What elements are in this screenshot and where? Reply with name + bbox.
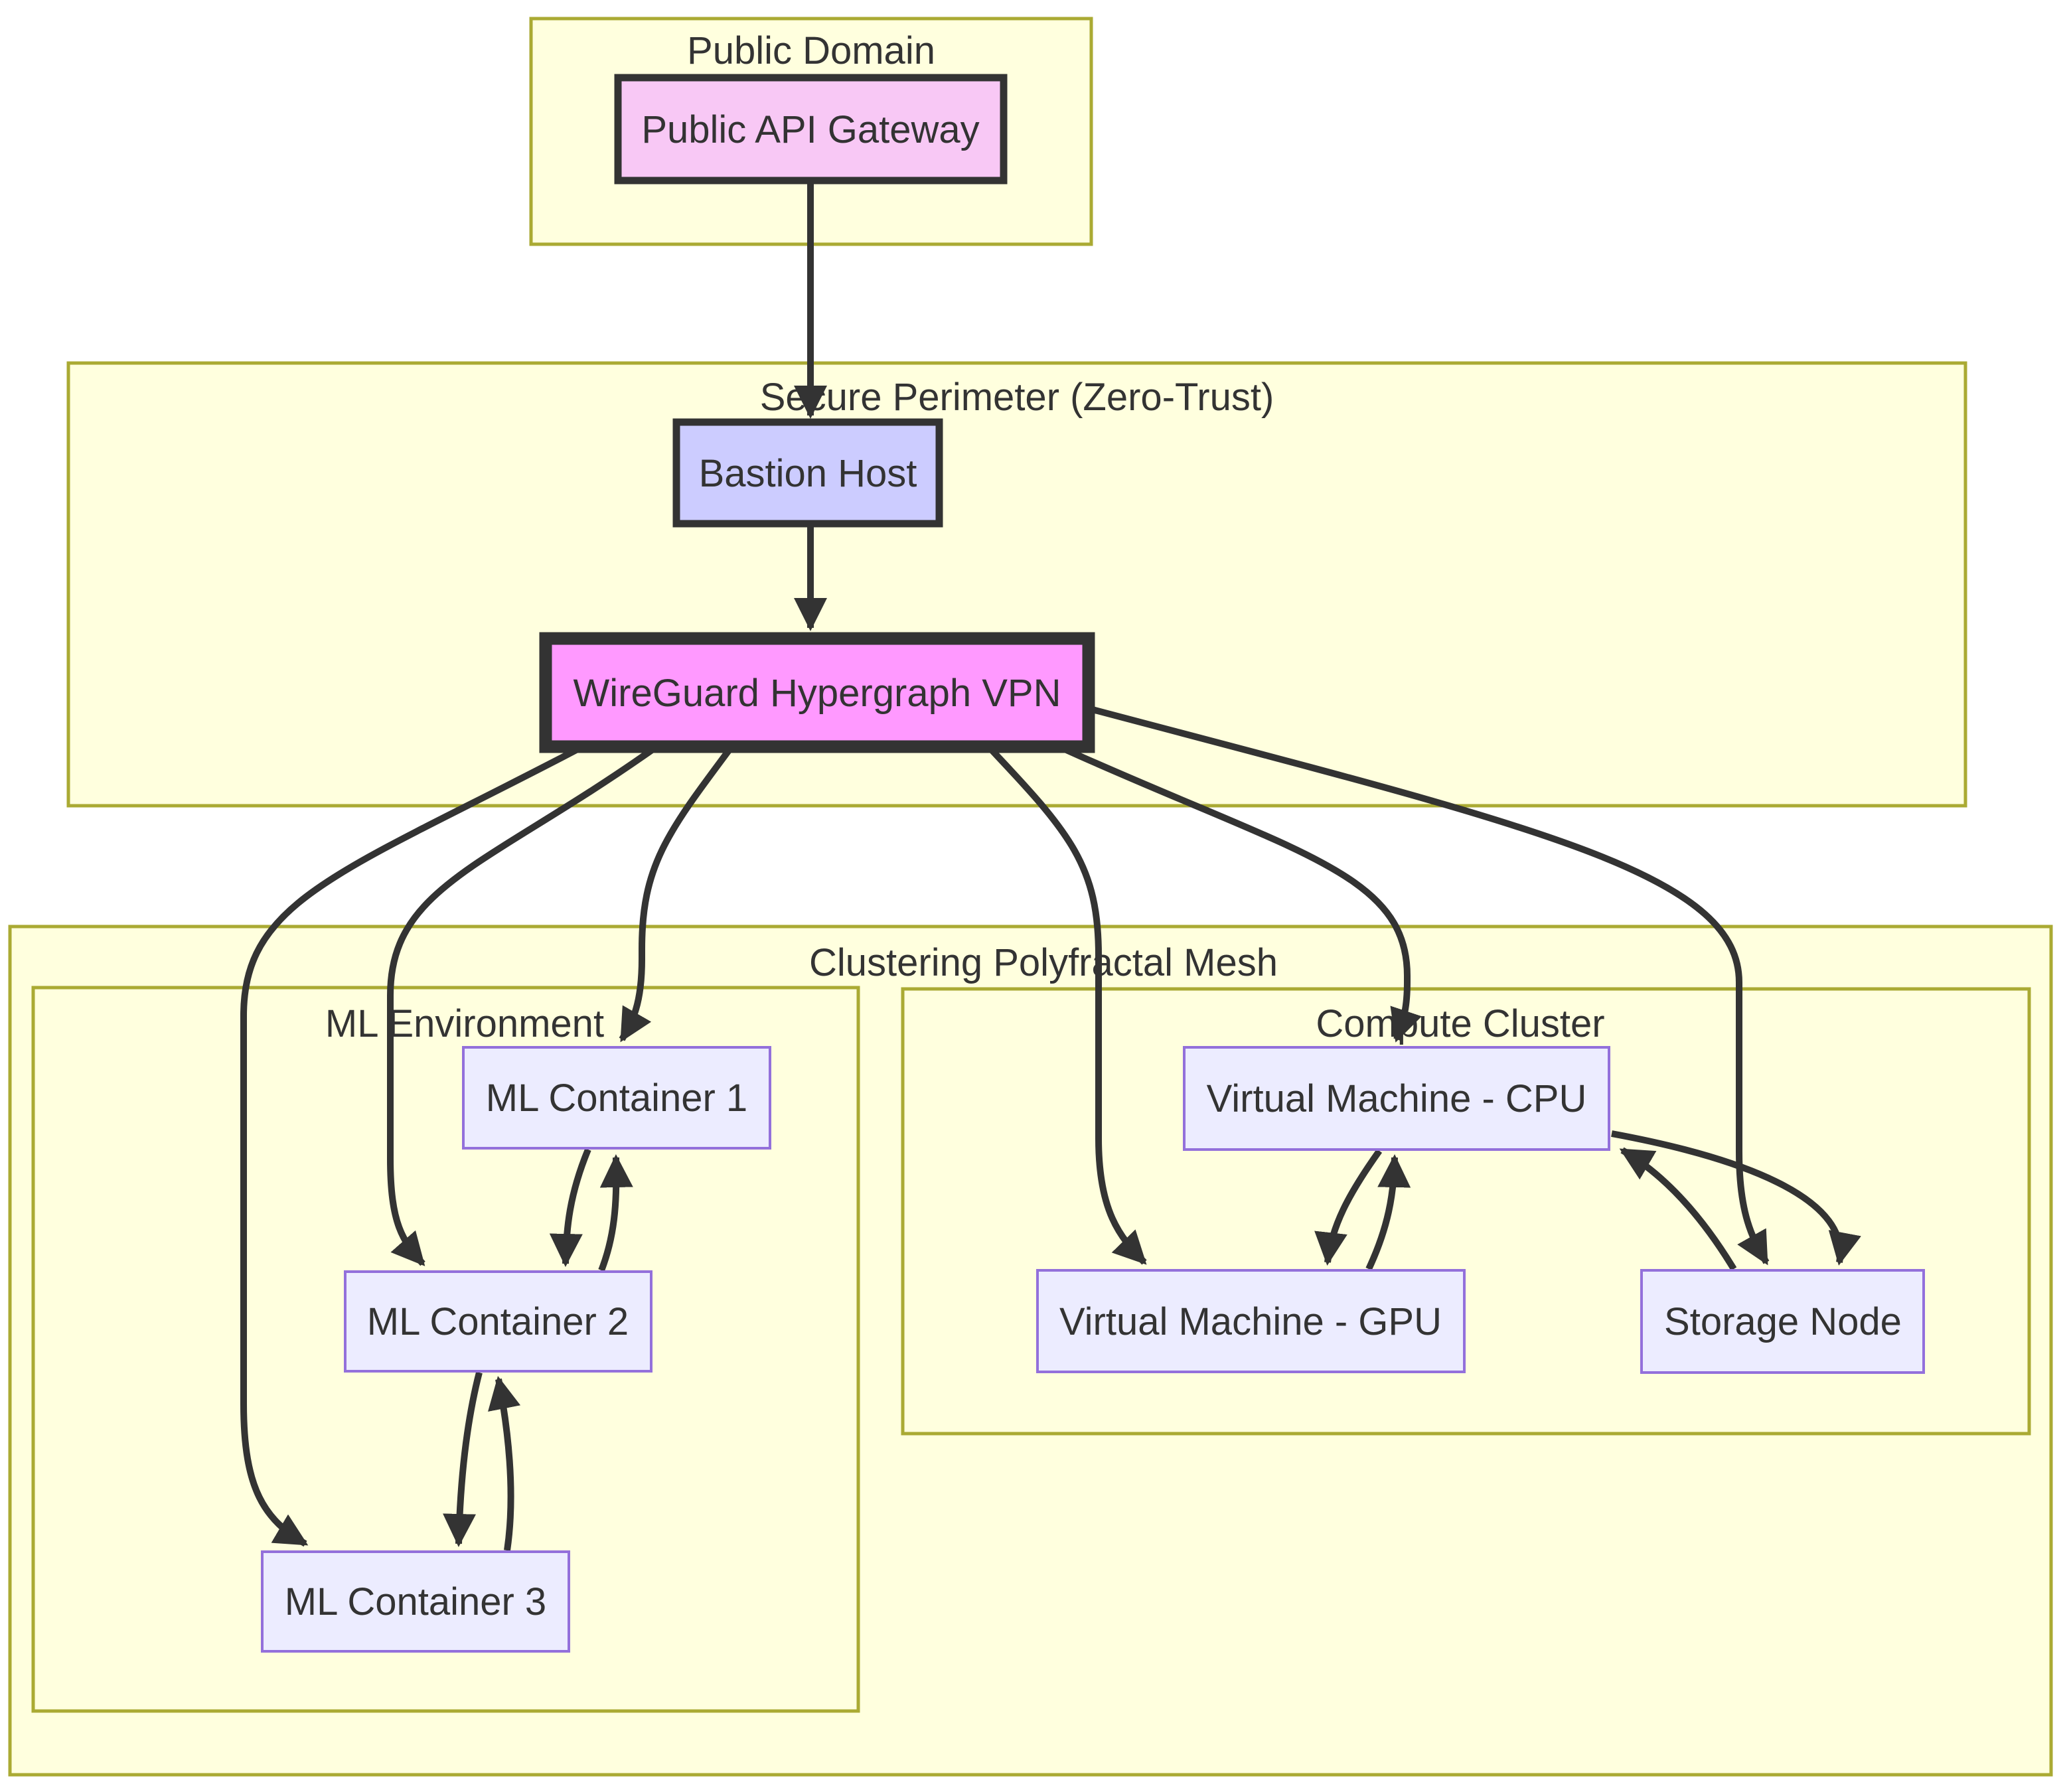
node-ml-container-3: ML Container 3 [261,1550,570,1653]
edge-vm-cpu-to-vm-gpu [1314,1149,1383,1266]
edge-ml-container-1-to-2 [549,1148,591,1267]
node-public-api-gateway-label: Public API Gateway [641,108,979,151]
node-public-api-gateway-box [614,74,1008,185]
cluster-clustering-polyfractal-mesh-title: Clustering Polyfractal Mesh [809,941,1278,984]
node-bastion-host: Bastion Host [672,418,943,528]
node-virtual-machine-gpu: Virtual Machine - GPU [1036,1269,1466,1373]
node-bastion-host-box [672,418,943,528]
node-storage-node: Storage Node [1640,1269,1925,1374]
edge-ml-container-2-to-3 [443,1371,483,1547]
node-virtual-machine-cpu-label: Virtual Machine - CPU [1207,1077,1587,1120]
node-ml-container-2: ML Container 2 [344,1270,652,1373]
node-ml-container-3-box [261,1550,570,1653]
edge-vpn-to-ml-container-1 [619,747,733,1043]
node-ml-container-1-label: ML Container 1 [486,1077,747,1120]
edge-vm-gpu-to-vm-cpu [1365,1154,1411,1271]
node-wireguard-vpn-label: WireGuard Hypergraph VPN [574,672,1061,715]
node-ml-container-2-label: ML Container 2 [367,1300,629,1343]
cluster-public-domain-title: Public Domain [687,29,935,72]
cluster-secure-perimeter-title: Secure Perimeter (Zero-Trust) [760,376,1274,419]
cluster-compute-cluster-title: Compute Cluster [1316,1002,1604,1045]
node-virtual-machine-cpu-box [1183,1046,1610,1151]
edge-vpn-to-storage [1089,706,1770,1266]
node-ml-container-3-label: ML Container 3 [285,1580,546,1623]
node-wireguard-vpn-box [539,632,1095,753]
edge-vpn-to-vm-gpu [988,746,1147,1265]
node-public-api-gateway: Public API Gateway [614,74,1008,185]
edge-vm-cpu-to-storage [1611,1130,1861,1266]
node-virtual-machine-gpu-label: Virtual Machine - GPU [1059,1300,1442,1343]
edge-vpn-to-ml-container-3 [240,745,581,1547]
edge-vpn-to-vm-cpu [1061,745,1422,1043]
node-virtual-machine-cpu: Virtual Machine - CPU [1183,1046,1610,1151]
edge-storage-to-vm-cpu [1619,1147,1737,1271]
edge-ml-container-3-to-2 [488,1376,521,1551]
node-ml-container-1-box [462,1046,771,1150]
node-storage-node-label: Storage Node [1664,1300,1902,1343]
node-storage-node-box [1640,1269,1925,1374]
edge-ml-container-2-to-1 [598,1154,633,1272]
node-wireguard-vpn: WireGuard Hypergraph VPN [539,632,1095,753]
edge-vpn-to-ml-container-2 [387,745,656,1266]
node-bastion-host-label: Bastion Host [699,452,917,495]
node-virtual-machine-gpu-box [1036,1269,1466,1373]
cluster-ml-environment-title: ML Environment [325,1002,604,1045]
node-ml-container-2-box [344,1270,652,1373]
node-ml-container-1: ML Container 1 [462,1046,771,1150]
